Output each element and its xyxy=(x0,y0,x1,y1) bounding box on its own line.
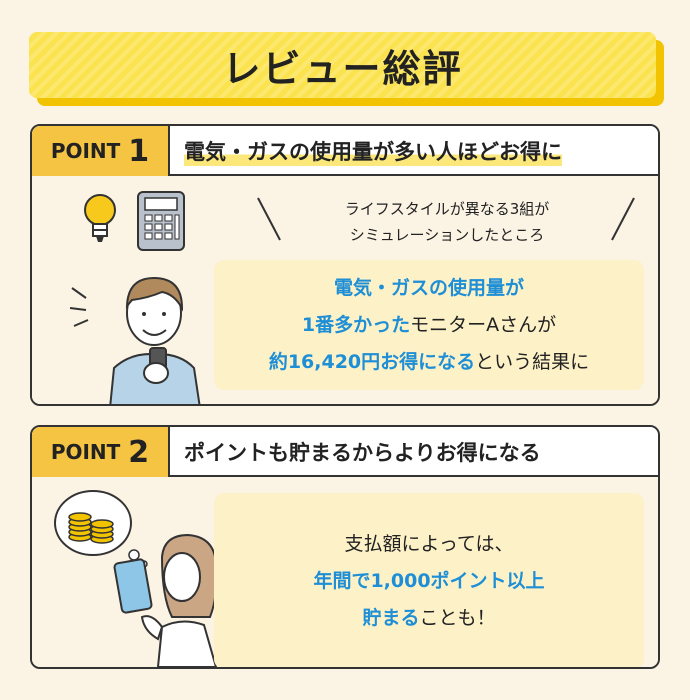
result-line3-text: という結果に xyxy=(475,350,590,373)
title-banner: レビュー総評 xyxy=(29,32,656,98)
point-heading-text: ポイントも貯まるからよりお得になる xyxy=(184,441,541,465)
result-line2-emphasis: 年間で1,000ポイント以上 xyxy=(313,569,545,592)
right-slash-decoration xyxy=(611,197,635,241)
page-title: レビュー総評 xyxy=(222,46,463,91)
point-card-body: 支払額によっては、 年間で1,000ポイント以上 貯まることも！ xyxy=(32,477,658,667)
man-with-phone-illustration xyxy=(70,276,201,404)
point-heading-text: 電気・ガスの使用量が多い人ほどお得に xyxy=(184,136,562,166)
woman-with-smartphone-illustration xyxy=(113,533,218,667)
result-line2-text: モニターAさんが xyxy=(410,313,557,336)
result-line3-text: ことも！ xyxy=(419,606,496,629)
result-highlight-box: 支払額によっては、 年間で1,000ポイント以上 貯まることも！ xyxy=(214,493,644,667)
left-slash-decoration xyxy=(257,197,281,241)
coins-thought-bubble-icon xyxy=(54,490,148,568)
point-heading: ポイントも貯まるからよりお得になる xyxy=(184,427,541,477)
point-card-body: ライフスタイルが異なる3組が シミュレーションしたところ 電気・ガスの使用量が … xyxy=(32,176,658,404)
point-card-1: POINT 1 電気・ガスの使用量が多い人ほどお得に xyxy=(30,124,660,406)
result-line2-emphasis: 1番多かった xyxy=(301,313,411,336)
point-number: 1 xyxy=(128,133,150,169)
result-line1: 電気・ガスの使用量が xyxy=(333,276,524,299)
point-label: POINT xyxy=(50,139,121,163)
simulation-caption-line2: シミュレーションしたところ xyxy=(349,226,545,244)
result-line3-emphasis: 貯まる xyxy=(362,606,420,629)
point-label: POINT xyxy=(50,440,121,464)
simulation-caption: ライフスタイルが異なる3組が シミュレーションしたところ xyxy=(292,196,602,248)
point-label-tab: POINT 1 xyxy=(32,126,170,176)
calculator-icon xyxy=(137,191,185,251)
point-card-header: POINT 1 電気・ガスの使用量が多い人ほどお得に xyxy=(32,126,658,176)
point-number: 2 xyxy=(128,434,150,470)
result-highlight-box: 電気・ガスの使用量が 1番多かったモニターAさんが 約16,420円お得になると… xyxy=(214,260,644,390)
result-line1: 支払額によっては、 xyxy=(344,532,514,555)
point-card-header: POINT 2 ポイントも貯まるからよりお得になる xyxy=(32,427,658,477)
point-card-2: POINT 2 ポイントも貯まるからよりお得になる 支払額 xyxy=(30,425,660,669)
point-label-tab: POINT 2 xyxy=(32,427,170,477)
result-line3-emphasis: 約16,420円お得になる xyxy=(268,350,476,373)
point-heading: 電気・ガスの使用量が多い人ほどお得に xyxy=(184,126,562,176)
simulation-caption-line1: ライフスタイルが異なる3組が xyxy=(344,200,550,218)
lightbulb-icon xyxy=(84,194,116,242)
